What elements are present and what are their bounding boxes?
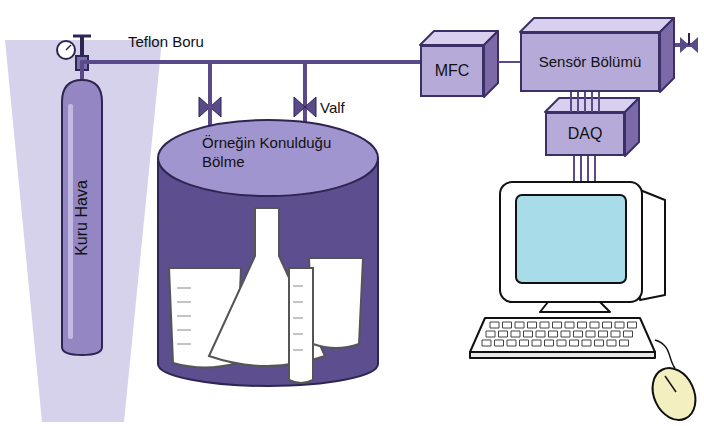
signal-cable bbox=[498, 61, 520, 63]
signal-wire bbox=[577, 92, 579, 112]
key bbox=[570, 340, 579, 346]
computer bbox=[470, 182, 704, 426]
box-face bbox=[660, 18, 674, 92]
key bbox=[620, 340, 629, 346]
key bbox=[553, 322, 562, 328]
key bbox=[615, 322, 624, 328]
signal-wire bbox=[591, 92, 593, 112]
key bbox=[486, 331, 495, 337]
key bbox=[603, 322, 612, 328]
key bbox=[574, 331, 583, 337]
cylinder-body bbox=[62, 80, 102, 355]
key bbox=[611, 331, 620, 337]
key bbox=[528, 322, 537, 328]
key bbox=[628, 322, 637, 328]
chamber-top bbox=[158, 120, 378, 196]
key bbox=[511, 331, 520, 337]
node-text: Örneğin Konulduğu Bölme bbox=[202, 134, 352, 172]
key bbox=[520, 340, 529, 346]
key bbox=[536, 331, 545, 337]
key bbox=[503, 322, 512, 328]
key bbox=[561, 331, 570, 337]
key bbox=[524, 331, 533, 337]
key bbox=[495, 340, 504, 346]
key bbox=[565, 322, 574, 328]
key bbox=[499, 331, 508, 337]
key bbox=[595, 340, 604, 346]
node-text: MFC bbox=[435, 61, 470, 81]
gas-cylinder: Kuru Hava bbox=[62, 80, 102, 355]
key bbox=[590, 322, 599, 328]
signal-wire bbox=[598, 92, 600, 112]
box-face bbox=[484, 31, 498, 97]
cylinder-valve bbox=[57, 36, 91, 82]
chamber-outline bbox=[157, 118, 379, 386]
key bbox=[482, 340, 491, 346]
backdrop bbox=[5, 40, 162, 422]
sample-chamber: Örneğin Konulduğu Bölme bbox=[157, 118, 379, 386]
node-text: Sensör Bölümü bbox=[539, 53, 642, 72]
highlight bbox=[68, 104, 73, 339]
branch-pipe bbox=[305, 62, 306, 123]
key bbox=[607, 340, 616, 346]
exhaust-valve bbox=[674, 33, 698, 53]
key bbox=[557, 340, 566, 346]
key bbox=[549, 331, 558, 337]
pipe-label: Teflon Boru bbox=[128, 33, 204, 50]
sensor-box: Sensör Bölümü bbox=[520, 32, 660, 92]
mfc-box: MFC bbox=[420, 45, 484, 97]
signal-wire bbox=[570, 92, 572, 112]
key bbox=[545, 340, 554, 346]
teflon-pipe bbox=[82, 62, 420, 80]
key bbox=[490, 322, 499, 328]
key bbox=[515, 322, 524, 328]
key bbox=[624, 331, 633, 337]
daq-cable bbox=[574, 156, 595, 184]
valve-symbol bbox=[199, 97, 316, 117]
key bbox=[532, 340, 541, 346]
node-text: DAQ bbox=[568, 124, 603, 144]
valve-label: Valf bbox=[320, 99, 345, 116]
key bbox=[540, 322, 549, 328]
key bbox=[582, 340, 591, 346]
box-face bbox=[520, 18, 674, 32]
key bbox=[507, 340, 516, 346]
key bbox=[599, 331, 608, 337]
signal-cable bbox=[584, 92, 586, 112]
node-text: Kuru Hava bbox=[72, 118, 92, 318]
box-face bbox=[625, 98, 639, 156]
key bbox=[586, 331, 595, 337]
key bbox=[578, 322, 587, 328]
glassware bbox=[169, 208, 363, 383]
daq-box: DAQ bbox=[545, 112, 625, 156]
